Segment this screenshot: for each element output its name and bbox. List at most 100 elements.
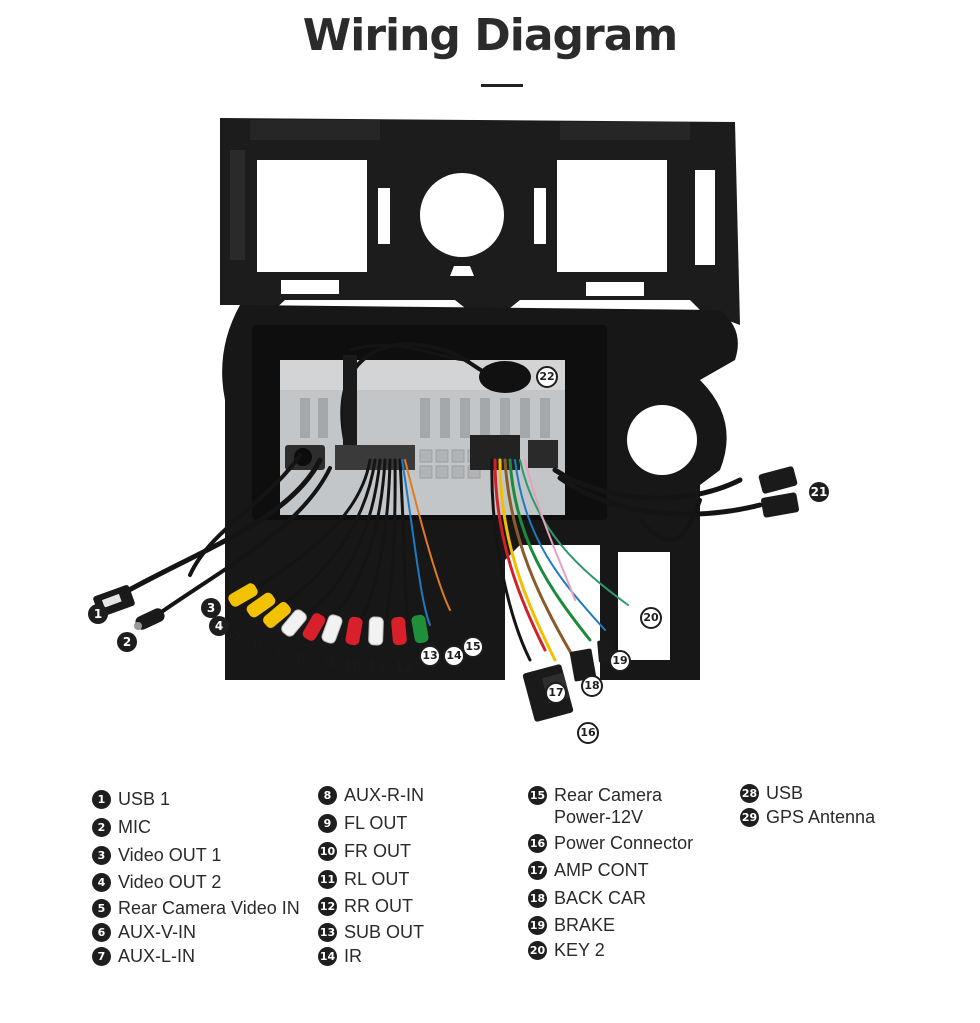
legend-item: 14 IR [318, 945, 424, 969]
legend-number: 9 [318, 814, 337, 833]
callout-4: 4 [209, 616, 229, 636]
legend-number: 19 [528, 916, 547, 935]
legend-number: 2 [92, 818, 111, 837]
legend-number: 17 [528, 861, 547, 880]
legend-item: 9 FL OUT [318, 812, 424, 840]
callout-8: 8 [296, 651, 306, 669]
callout-12: 12 [394, 657, 414, 675]
legend-number: 14 [318, 947, 337, 966]
gps-antenna [340, 342, 531, 445]
legend-column-4: 28 USB 29 GPS Antenna [740, 782, 875, 830]
legend-item: 18 BACK CAR [528, 887, 693, 914]
usb-twin-connectors [758, 466, 799, 518]
legend-label: FL OUT [344, 813, 408, 833]
legend-item: 28 USB [740, 782, 875, 806]
legend-column-2: 8 AUX-R-IN 9 FL OUT 10 FR OUT 11 RL OUT 12 RR… [318, 784, 424, 969]
callout-22: 22 [536, 366, 558, 388]
callout-10: 10 [342, 657, 362, 675]
legend-label: AUX-V-IN [118, 922, 197, 942]
legend-number: 11 [318, 870, 337, 889]
legend-item: 11 RL OUT [318, 868, 424, 895]
legend-number: 1 [92, 790, 111, 809]
legend-item: 8 AUX-R-IN [318, 784, 424, 812]
vent-opening-right [557, 160, 667, 272]
legend-number: 5 [92, 899, 111, 918]
legend-label: BRAKE [554, 915, 616, 935]
callout-3: 3 [201, 598, 221, 618]
callout-15: 15 [462, 636, 484, 658]
legend-label: RR OUT [344, 896, 413, 916]
legend-number: 7 [92, 947, 111, 966]
legend-label: MIC [118, 817, 151, 837]
legend-label: GPS Antenna [766, 807, 876, 827]
callout-9: 9 [324, 655, 334, 673]
clock-opening [420, 173, 504, 257]
legend-label: FR OUT [344, 841, 411, 861]
legend-item: 12 RR OUT [318, 895, 424, 921]
callout-2: 2 [117, 632, 137, 652]
legend-item: 16 Power Connector [528, 832, 693, 859]
callout-19: 19 [609, 650, 631, 672]
legend-number: 15 [528, 786, 547, 805]
legend-item: 6 AUX-V-IN [92, 921, 300, 945]
legend-item: 17 AMP CONT [528, 859, 693, 887]
head-unit-chassis [252, 325, 607, 520]
legend-item: 10 FR OUT [318, 840, 424, 868]
legend-label: BACK CAR [554, 888, 647, 908]
legend-number: 29 [740, 808, 759, 827]
wire-bundle [117, 453, 763, 662]
callout-13: 13 [419, 645, 441, 667]
legend-label: Video OUT 2 [118, 872, 222, 892]
legend-item: 1 USB 1 [92, 788, 300, 816]
legend-label: Video OUT 1 [118, 845, 222, 865]
callout-11: 11 [367, 657, 387, 675]
vent-opening-left [257, 160, 367, 272]
callout-20: 20 [640, 607, 662, 629]
legend-item: 13 SUB OUT [318, 921, 424, 945]
legend-label: IR [344, 946, 362, 966]
mic-plug [134, 608, 165, 630]
legend-number: 6 [92, 923, 111, 942]
legend-number: 13 [318, 923, 337, 942]
legend-label: AUX-R-IN [344, 785, 424, 805]
legend-number: 28 [740, 784, 759, 803]
legend-number: 16 [528, 834, 547, 853]
legend-item: 19 BRAKE [528, 914, 693, 939]
legend-number: 12 [318, 897, 337, 916]
page-title: Wiring Diagram [302, 10, 679, 61]
legend-item: 4 Video OUT 2 [92, 871, 300, 897]
title-underline [481, 84, 523, 87]
legend-item: 29 GPS Antenna [740, 806, 875, 830]
legend-label: SUB OUT [344, 922, 425, 942]
legend-label: USB 1 [118, 789, 171, 809]
callout-14: 14 [443, 645, 465, 667]
legend-number: 18 [528, 889, 547, 908]
legend-label: Power Connector [554, 833, 694, 853]
callout-5: 5 [232, 626, 242, 644]
head-unit-wiring-illustration [93, 118, 799, 722]
callout-18: 18 [581, 675, 603, 697]
legend-number: 4 [92, 873, 111, 892]
legend-number: 10 [318, 842, 337, 861]
callout-16: 16 [577, 722, 599, 744]
legend-label-line-1: Rear Camera [554, 785, 663, 805]
legend-label: USB [766, 783, 804, 803]
callout-6: 6 [252, 636, 262, 654]
legend-number: 8 [318, 786, 337, 805]
callout-17: 17 [545, 682, 567, 704]
legend-label: RL OUT [344, 869, 410, 889]
rca-connectors [228, 583, 429, 646]
legend-label-line-2: Power-12V [554, 807, 644, 827]
callout-7: 7 [274, 643, 284, 661]
round-opening-right [627, 405, 697, 475]
legend-label: KEY 2 [554, 940, 605, 960]
legend-label: AMP CONT [554, 860, 649, 880]
